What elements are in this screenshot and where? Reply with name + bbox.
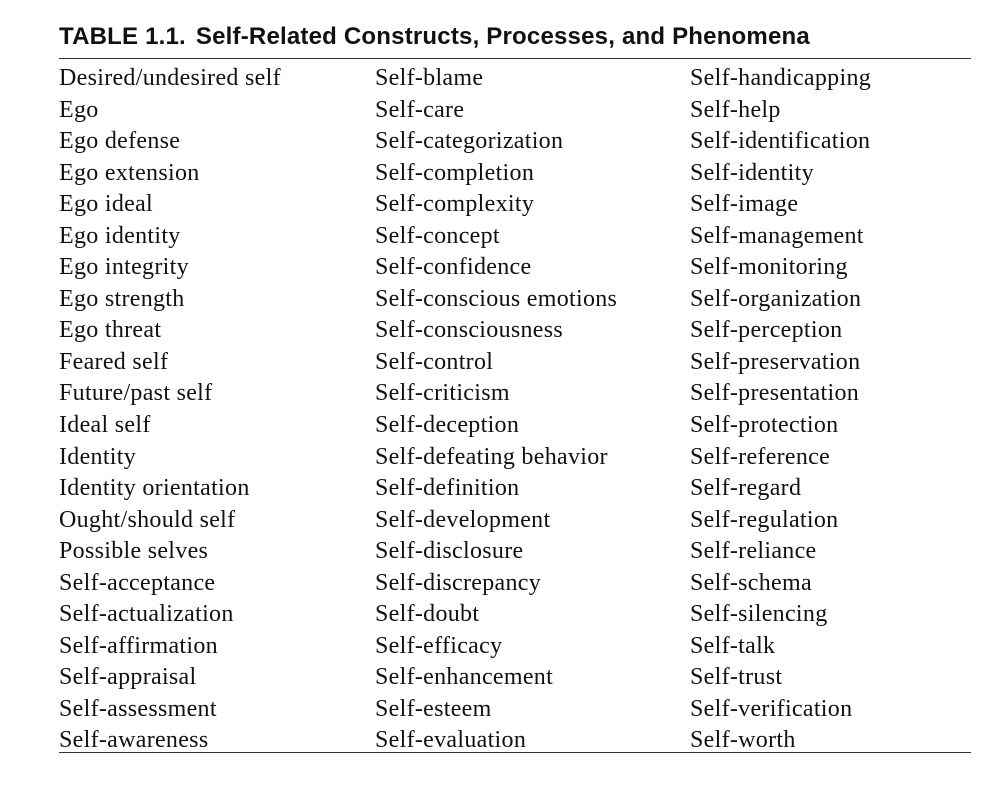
table-entry: Ego <box>59 96 99 123</box>
table-entry: Self-monitoring <box>690 254 848 281</box>
table-entry: Self-control <box>375 348 494 375</box>
table-entry: Desired/undesired self <box>59 65 281 91</box>
table-entry: Self-help <box>690 96 781 123</box>
table-entry: Self-talk <box>690 632 776 659</box>
table-entry: Ego extension <box>59 159 200 186</box>
table-entry: Self-organization <box>690 285 862 312</box>
table-entry: Self-conscious emotions <box>375 285 618 312</box>
table-entry: Self-acceptance <box>59 569 216 596</box>
top-rule <box>59 58 971 59</box>
table-entry: Self-consciousness <box>375 317 564 344</box>
table-entry: Self-actualization <box>59 601 234 628</box>
table-title: TABLE 1.1. Self-Related Constructs, Proce… <box>59 20 971 56</box>
table-entry: Self-worth <box>690 727 796 754</box>
table-entry: Self-categorization <box>375 128 564 155</box>
table-entry: Self-reliance <box>690 538 817 565</box>
table-entry: Self-presentation <box>690 380 860 407</box>
table-entry: Self-doubt <box>375 601 480 628</box>
table-entry: Ego defense <box>59 128 181 155</box>
table-entry: Self-management <box>690 222 864 249</box>
table-entry: Self-verification <box>690 695 853 722</box>
table-entry: Self-perception <box>690 317 843 344</box>
table-entry: Self-completion <box>375 159 535 186</box>
table-entry: Ego integrity <box>59 254 189 281</box>
table-entry: Self-silencing <box>690 601 828 628</box>
table-entry: Ego identity <box>59 222 181 249</box>
table-title-text: Self-Related Constructs, Processes, and … <box>195 23 810 50</box>
table-entry: Self-schema <box>690 569 812 596</box>
table-entry: Self-criticism <box>375 380 510 407</box>
table-entry: Self-assessment <box>59 695 217 722</box>
table-entry: Self-enhancement <box>375 664 554 691</box>
table-entry: Self-handicapping <box>690 65 872 91</box>
bottom-rule <box>59 752 971 753</box>
table-entry: Self-discrepancy <box>375 569 542 596</box>
table-entry: Self-esteem <box>375 695 492 722</box>
table-entry: Self-awareness <box>59 727 209 754</box>
table-entry: Ego threat <box>59 317 162 344</box>
table-entry: Identity orientation <box>59 475 250 502</box>
table-entry: Self-deception <box>375 412 520 439</box>
table-entry: Self-definition <box>375 475 520 502</box>
table-entry: Self-complexity <box>375 191 535 218</box>
table-entry: Self-preservation <box>690 348 861 375</box>
table-entry: Self-regulation <box>690 506 839 533</box>
table-label: TABLE 1.1. <box>59 23 186 50</box>
table-entry: Self-evaluation <box>375 727 527 754</box>
table-entry: Self-affirmation <box>59 632 218 659</box>
table-entry: Self-blame <box>375 65 484 91</box>
constructs-table: TABLE 1.1. Self-Related Constructs, Proce… <box>59 20 971 753</box>
table-entry: Self-care <box>375 96 465 123</box>
table-entry: Ego ideal <box>59 191 154 218</box>
table-entry: Self-efficacy <box>375 632 503 659</box>
table-entry: Self-concept <box>375 222 500 249</box>
table-entry: Self-identity <box>690 159 814 186</box>
table-entry: Self-protection <box>690 412 839 439</box>
table-entry: Self-appraisal <box>59 664 197 691</box>
table-entry: Ought/should self <box>59 506 236 533</box>
table-entry: Self-disclosure <box>375 538 524 565</box>
table-entry: Self-confidence <box>375 254 532 281</box>
table-entry: Self-development <box>375 506 551 533</box>
table-entry: Future/past self <box>59 380 213 407</box>
table-entry: Ideal self <box>59 412 151 439</box>
table-entry: Self-reference <box>690 443 831 470</box>
table-entry: Self-trust <box>690 664 783 691</box>
table-entry: Self-defeating behavior <box>375 443 608 470</box>
table-entry: Identity <box>59 443 137 470</box>
table-entry: Self-image <box>690 191 799 218</box>
table-entry: Possible selves <box>59 538 209 565</box>
table-entry: Ego strength <box>59 285 185 312</box>
table-entry: Self-identification <box>690 128 871 155</box>
table-entry: Feared self <box>59 348 169 375</box>
table-entry: Self-regard <box>690 475 802 502</box>
